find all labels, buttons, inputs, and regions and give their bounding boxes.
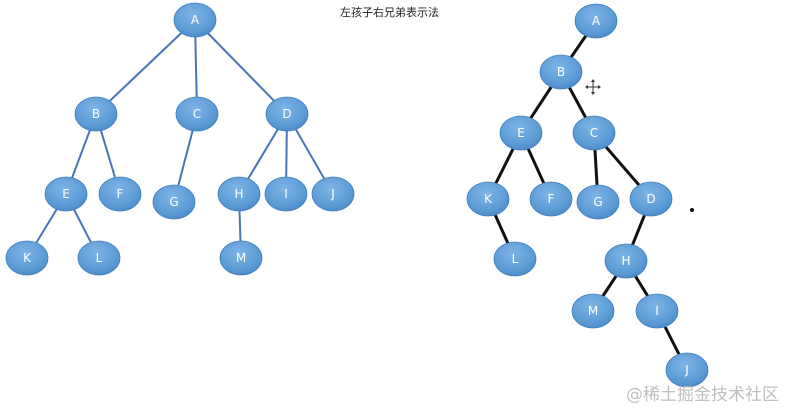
node-label: D [282, 107, 291, 121]
diagram-title: 左孩子右兄弟表示法 [340, 6, 439, 19]
node-label: M [236, 251, 246, 265]
node-ellipse [77, 240, 121, 276]
right-tree-node-J: J [665, 352, 709, 388]
node-label: M [588, 304, 598, 318]
node-label: A [592, 14, 601, 28]
node-ellipse [572, 115, 616, 151]
right-tree-node-B: B [539, 54, 583, 90]
left-tree-node-L: L [77, 240, 121, 276]
left-tree-node-F: F [98, 176, 142, 212]
node-label: G [169, 195, 178, 209]
node-label: L [512, 252, 519, 266]
node-ellipse [311, 176, 355, 212]
node-ellipse [152, 184, 196, 220]
left-tree-node-M: M [219, 240, 263, 276]
node-ellipse [665, 352, 709, 388]
right-tree-node-H: H [604, 243, 648, 279]
node-ellipse [466, 181, 510, 217]
node-label: H [234, 187, 243, 201]
node-ellipse [74, 96, 118, 132]
node-ellipse [574, 3, 618, 39]
node-label: I [655, 304, 659, 318]
node-ellipse [173, 2, 217, 38]
watermark: @稀土掘金技术社区 [626, 385, 779, 405]
node-ellipse [98, 176, 142, 212]
node-ellipse [499, 115, 543, 151]
node-label: C [193, 107, 201, 121]
node-ellipse [493, 241, 537, 277]
node-ellipse [265, 96, 309, 132]
node-label: L [96, 251, 103, 265]
stray-dot [690, 208, 694, 212]
node-ellipse [539, 54, 583, 90]
left-tree-edge-A-D [194, 19, 288, 115]
move-cursor-icon [585, 79, 601, 95]
right-tree-node-M: M [571, 293, 615, 329]
node-ellipse [529, 181, 573, 217]
node-label: C [590, 126, 598, 140]
node-ellipse [219, 240, 263, 276]
node-label: E [517, 126, 525, 140]
left-tree-node-I: I [264, 176, 308, 212]
node-ellipse [175, 96, 219, 132]
node-label: J [684, 363, 689, 377]
left-tree-node-C: C [175, 96, 219, 132]
left-tree-node-B: B [74, 96, 118, 132]
node-label: I [284, 187, 288, 201]
left-tree-node-A: A [173, 2, 217, 38]
node-label: F [548, 192, 555, 206]
left-tree-node-J: J [311, 176, 355, 212]
node-label: K [484, 192, 493, 206]
node-label: F [117, 187, 124, 201]
node-label: B [557, 65, 565, 79]
node-label: K [23, 251, 32, 265]
node-ellipse [571, 293, 615, 329]
right-tree-node-E: E [499, 115, 543, 151]
node-label: A [191, 13, 200, 27]
right-tree-node-I: I [635, 293, 679, 329]
node-label: E [62, 187, 70, 201]
right-tree-node-C: C [572, 115, 616, 151]
right-tree-node-G: G [576, 184, 620, 220]
right-tree-nodes: A B E C K F G D L H M I J [466, 3, 709, 388]
node-ellipse [44, 176, 88, 212]
node-ellipse [264, 176, 308, 212]
right-tree-node-L: L [493, 241, 537, 277]
left-tree-node-K: K [5, 240, 49, 276]
node-label: J [330, 187, 335, 201]
node-label: H [621, 254, 630, 268]
left-tree-node-D: D [265, 96, 309, 132]
node-ellipse [5, 240, 49, 276]
left-tree-edge-A-B [95, 19, 196, 115]
left-tree-edges [26, 19, 334, 259]
node-ellipse [635, 293, 679, 329]
right-tree-node-F: F [529, 181, 573, 217]
left-tree-node-E: E [44, 176, 88, 212]
node-ellipse [629, 181, 673, 217]
right-tree-node-A: A [574, 3, 618, 39]
left-tree-node-G: G [152, 184, 196, 220]
node-label: G [593, 195, 602, 209]
node-label: B [92, 107, 100, 121]
right-tree-node-K: K [466, 181, 510, 217]
right-tree-node-D: D [629, 181, 673, 217]
node-ellipse [604, 243, 648, 279]
node-label: D [646, 192, 655, 206]
left-tree-nodes: A B C D E F G H I J K L M [5, 2, 355, 276]
left-tree-node-H: H [217, 176, 261, 212]
node-ellipse [576, 184, 620, 220]
node-ellipse [217, 176, 261, 212]
